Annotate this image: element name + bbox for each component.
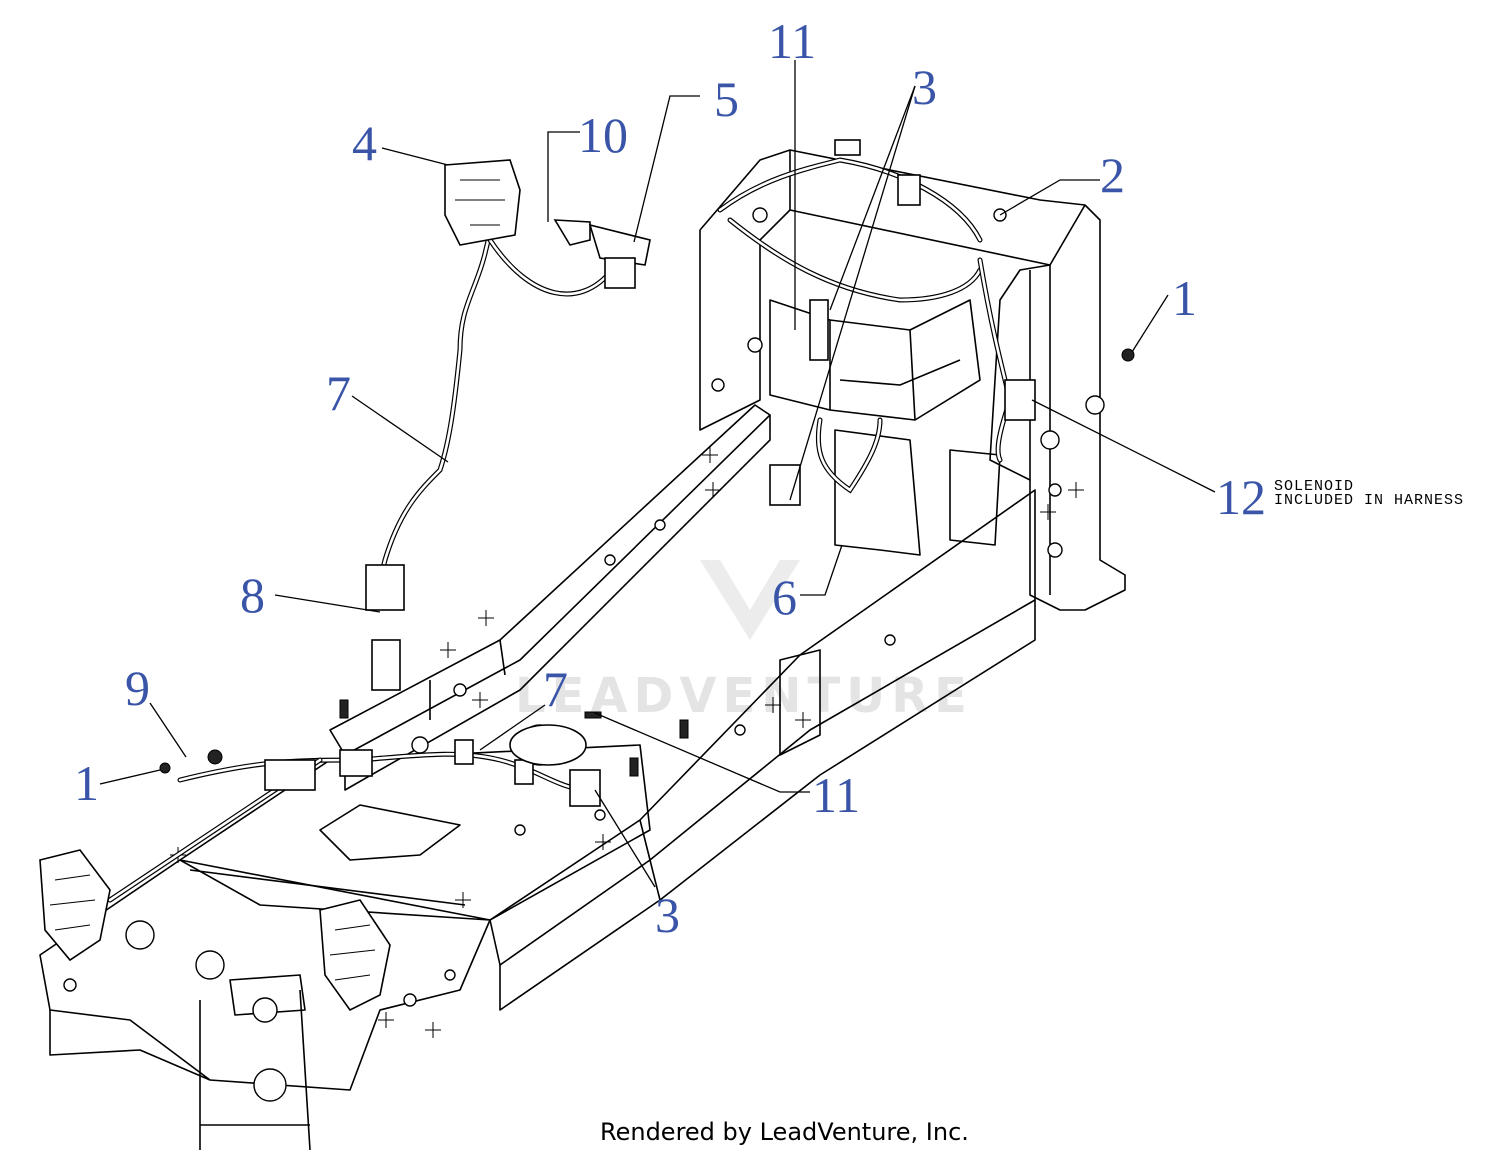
bolt-1-right [1121,348,1135,362]
switch-body [604,257,636,289]
connector-mid [339,749,373,777]
headlight-right [319,899,391,1012]
seat-switch-6 [769,464,801,506]
callout-7-lower: 7 [543,661,568,717]
ignition-module [444,159,521,246]
wiring-harness [107,157,1013,903]
relay-3 [569,769,601,807]
bolt-1-left [159,762,171,774]
callout-7-upper: 7 [326,365,351,421]
round-cover [509,724,587,766]
clip-7 [454,739,474,765]
solenoid-12 [1004,379,1036,421]
note-line-2: INCLUDED IN HARNESS [1274,492,1464,509]
callout-12: 12 [1216,469,1266,525]
callout-5: 5 [714,71,739,127]
pto-switch [588,223,651,266]
render-credit: Rendered by LeadVenture, Inc. [600,1118,969,1146]
connector-front [264,759,316,791]
callout-6: 6 [772,569,797,625]
callout-1-right: 1 [1172,270,1197,326]
leader-lines [99,60,1216,888]
connector-8 [365,564,405,611]
callouts: 4 10 5 11 3 2 1 7 12 6 8 9 7 1 11 3 [74,13,1266,943]
switch-plate [553,219,591,246]
callout-4: 4 [352,115,377,171]
fuse-holder [371,639,401,691]
callout-8: 8 [240,567,265,623]
ground-terminal-9 [207,749,223,765]
relay-3-top [809,299,829,361]
tractor-frame [39,149,1126,1150]
watermark: LEADVENTURE [515,560,967,724]
callout-3-lower: 3 [655,887,680,943]
components [39,139,1135,1012]
callout-1-left: 1 [74,755,99,811]
callout-3-top: 3 [912,59,937,115]
callout-11-top: 11 [768,13,816,69]
headlight-left [39,849,111,962]
connector-11 [834,139,861,156]
solenoid-note: SOLENOID INCLUDED IN HARNESS [1274,478,1464,509]
connector-2 [897,174,921,206]
callout-11-lower: 11 [812,767,860,823]
callout-9: 9 [125,660,150,716]
callout-2: 2 [1100,147,1125,203]
clip-lower [514,759,534,785]
callout-10: 10 [578,107,628,163]
note-line-1: SOLENOID [1274,478,1354,495]
